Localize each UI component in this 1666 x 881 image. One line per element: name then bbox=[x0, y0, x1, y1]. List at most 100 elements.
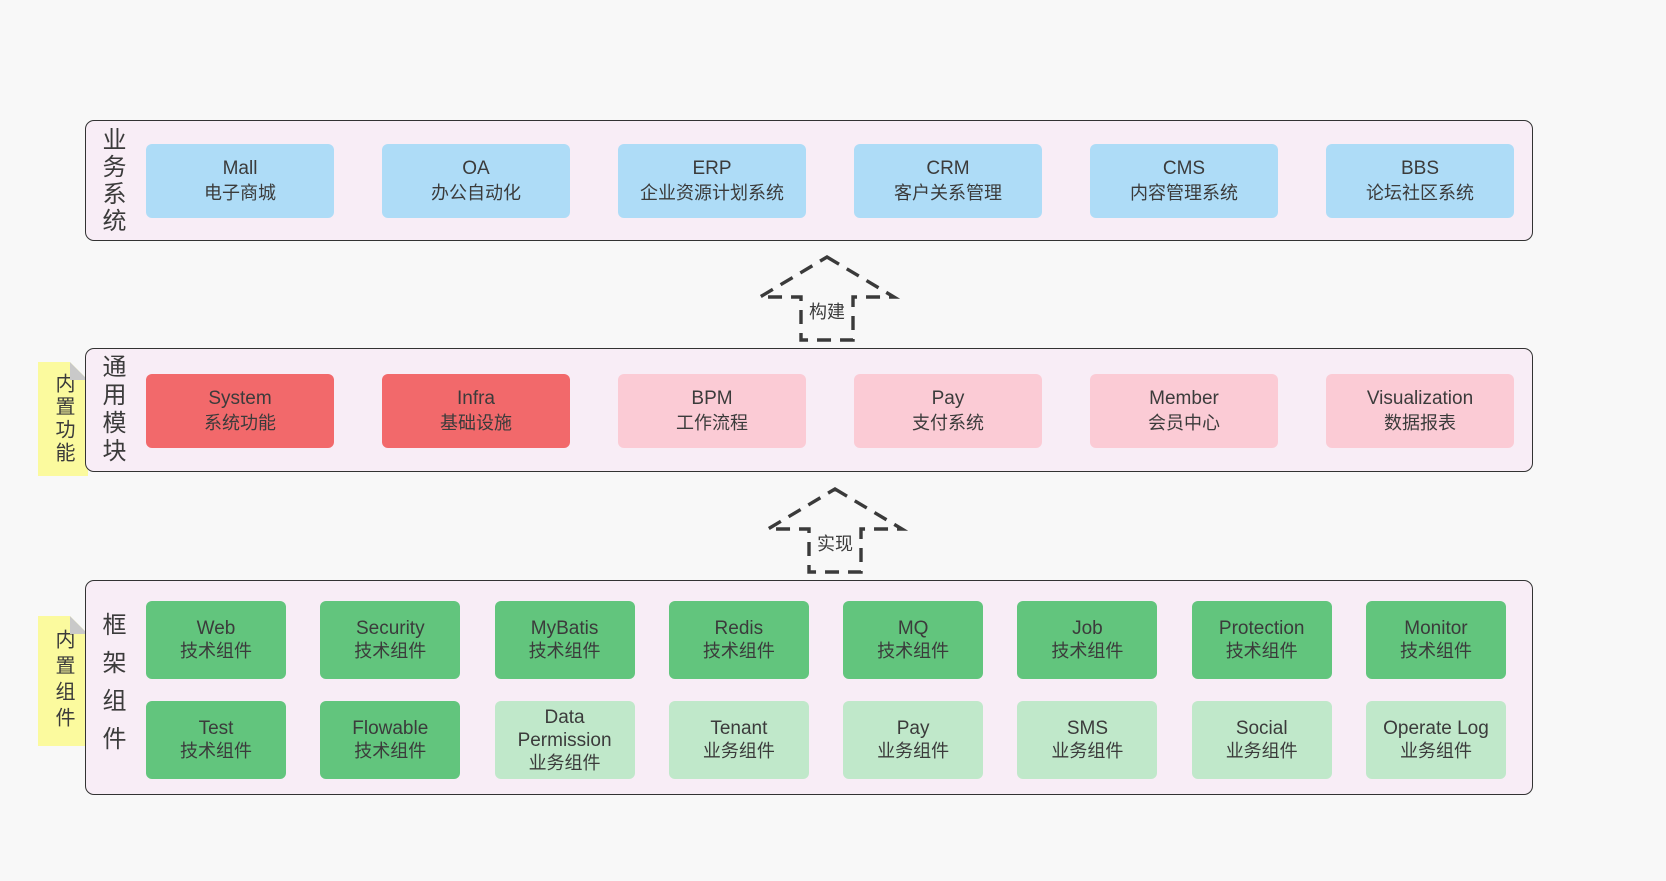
box-subtitle: 支付系统 bbox=[912, 413, 984, 433]
box-subtitle: 技术组件 bbox=[1225, 641, 1298, 661]
box-title: CMS bbox=[1162, 158, 1206, 179]
box-title: Data Permission bbox=[517, 706, 612, 751]
box-title: Monitor bbox=[1404, 618, 1468, 639]
box-pay: Pay 支付系统 bbox=[854, 374, 1042, 448]
box-subtitle: 技术组件 bbox=[528, 641, 601, 661]
box-subtitle: 业务组件 bbox=[1051, 741, 1124, 761]
sticky-note-label: 内置功能 bbox=[52, 373, 74, 465]
box-subtitle: 办公自动化 bbox=[431, 183, 521, 203]
arrow-implement-label: 实现 bbox=[813, 529, 857, 557]
box-title: Web bbox=[196, 618, 236, 639]
box-title: System bbox=[208, 388, 272, 409]
box-title: MQ bbox=[897, 618, 929, 639]
box-subtitle: 系统功能 bbox=[204, 413, 276, 433]
box-title: MyBatis bbox=[530, 618, 599, 639]
box-title: Member bbox=[1149, 388, 1219, 409]
arrow-build-label: 构建 bbox=[805, 297, 849, 325]
box-subtitle: 技术组件 bbox=[354, 641, 427, 661]
box-title: ERP bbox=[692, 158, 732, 179]
arrow-implement: 实现 bbox=[761, 487, 909, 575]
panel-business-systems: 业务系统 Mall 电子商城 OA 办公自动化 ERP 企业资源计划系统 CRM 客户关系管理… bbox=[85, 120, 1533, 241]
box-title: BBS bbox=[1400, 158, 1440, 179]
box-title: Redis bbox=[714, 618, 764, 639]
box-subtitle: 技术组件 bbox=[1399, 641, 1472, 661]
box-title: Tenant bbox=[710, 718, 768, 739]
box-title: Protection bbox=[1218, 618, 1305, 639]
box-visualization: Visualization 数据报表 bbox=[1326, 374, 1514, 448]
box-subtitle: 技术组件 bbox=[1051, 641, 1124, 661]
box-infra: Infra 基础设施 bbox=[382, 374, 570, 448]
sticky-note-built-in-components: 内置组件 bbox=[38, 616, 88, 746]
box-title: Pay bbox=[896, 718, 930, 739]
box-subtitle: 论坛社区系统 bbox=[1366, 183, 1474, 203]
box-title: Infra bbox=[456, 388, 496, 409]
box-subtitle: 客户关系管理 bbox=[894, 183, 1002, 203]
box-subtitle: 业务组件 bbox=[877, 741, 950, 761]
box-subtitle: 技术组件 bbox=[702, 641, 775, 661]
box-title: Pay bbox=[931, 388, 965, 409]
panel-modules-side-label: 通用模块 bbox=[98, 354, 125, 466]
panel-common-modules: 通用模块 System 系统功能 Infra 基础设施 BPM 工作流程 Pay 支付系统 Me… bbox=[85, 348, 1533, 472]
box-subtitle: 技术组件 bbox=[180, 741, 252, 761]
arrow-build: 构建 bbox=[753, 255, 901, 343]
box-erp: ERP 企业资源计划系统 bbox=[618, 144, 806, 218]
box-system: System 系统功能 bbox=[146, 374, 334, 448]
box-mall: Mall 电子商城 bbox=[146, 144, 334, 218]
box-subtitle: 技术组件 bbox=[877, 641, 950, 661]
box-cms: CMS 内容管理系统 bbox=[1090, 144, 1278, 218]
box-title: Security bbox=[355, 618, 425, 639]
box-title: SMS bbox=[1066, 718, 1108, 739]
box-subtitle: 电子商城 bbox=[204, 183, 276, 203]
panel-components-side-label: 框架组件 bbox=[98, 611, 125, 764]
box-title: Flowable bbox=[352, 718, 429, 739]
box-title: Social bbox=[1235, 718, 1288, 739]
box-subtitle: 业务组件 bbox=[1225, 741, 1298, 761]
box-oa: OA 办公自动化 bbox=[382, 144, 570, 218]
box-title: OA bbox=[462, 158, 490, 179]
box-subtitle: 数据报表 bbox=[1384, 413, 1456, 433]
box-title: Test bbox=[198, 718, 234, 739]
box-subtitle: 工作流程 bbox=[676, 413, 748, 433]
box-subtitle: 技术组件 bbox=[180, 641, 252, 661]
box-bpm: BPM 工作流程 bbox=[618, 374, 806, 448]
box-title: Mall bbox=[222, 158, 258, 179]
box-title: CRM bbox=[926, 158, 970, 179]
box-subtitle: 业务组件 bbox=[1399, 741, 1472, 761]
box-subtitle: 技术组件 bbox=[354, 741, 427, 761]
box-title: BPM bbox=[691, 388, 733, 409]
box-subtitle: 基础设施 bbox=[440, 413, 512, 433]
sticky-note-label: 内置组件 bbox=[52, 629, 74, 733]
box-title: Job bbox=[1072, 618, 1103, 639]
business-box-row: Mall 电子商城 OA 办公自动化 ERP 企业资源计划系统 CRM 客户关系管理 CMS 内容… bbox=[146, 144, 1514, 218]
box-crm: CRM 客户关系管理 bbox=[854, 144, 1042, 218]
box-title: Visualization bbox=[1366, 388, 1474, 409]
up-arrow-icon bbox=[761, 487, 909, 574]
panel-business-side-label: 业务系统 bbox=[98, 126, 125, 235]
up-arrow-icon bbox=[753, 255, 901, 342]
box-bbs: BBS 论坛社区系统 bbox=[1326, 144, 1514, 218]
box-subtitle: 业务组件 bbox=[528, 752, 601, 773]
box-subtitle: 企业资源计划系统 bbox=[640, 183, 784, 203]
box-subtitle: 内容管理系统 bbox=[1130, 183, 1238, 203]
